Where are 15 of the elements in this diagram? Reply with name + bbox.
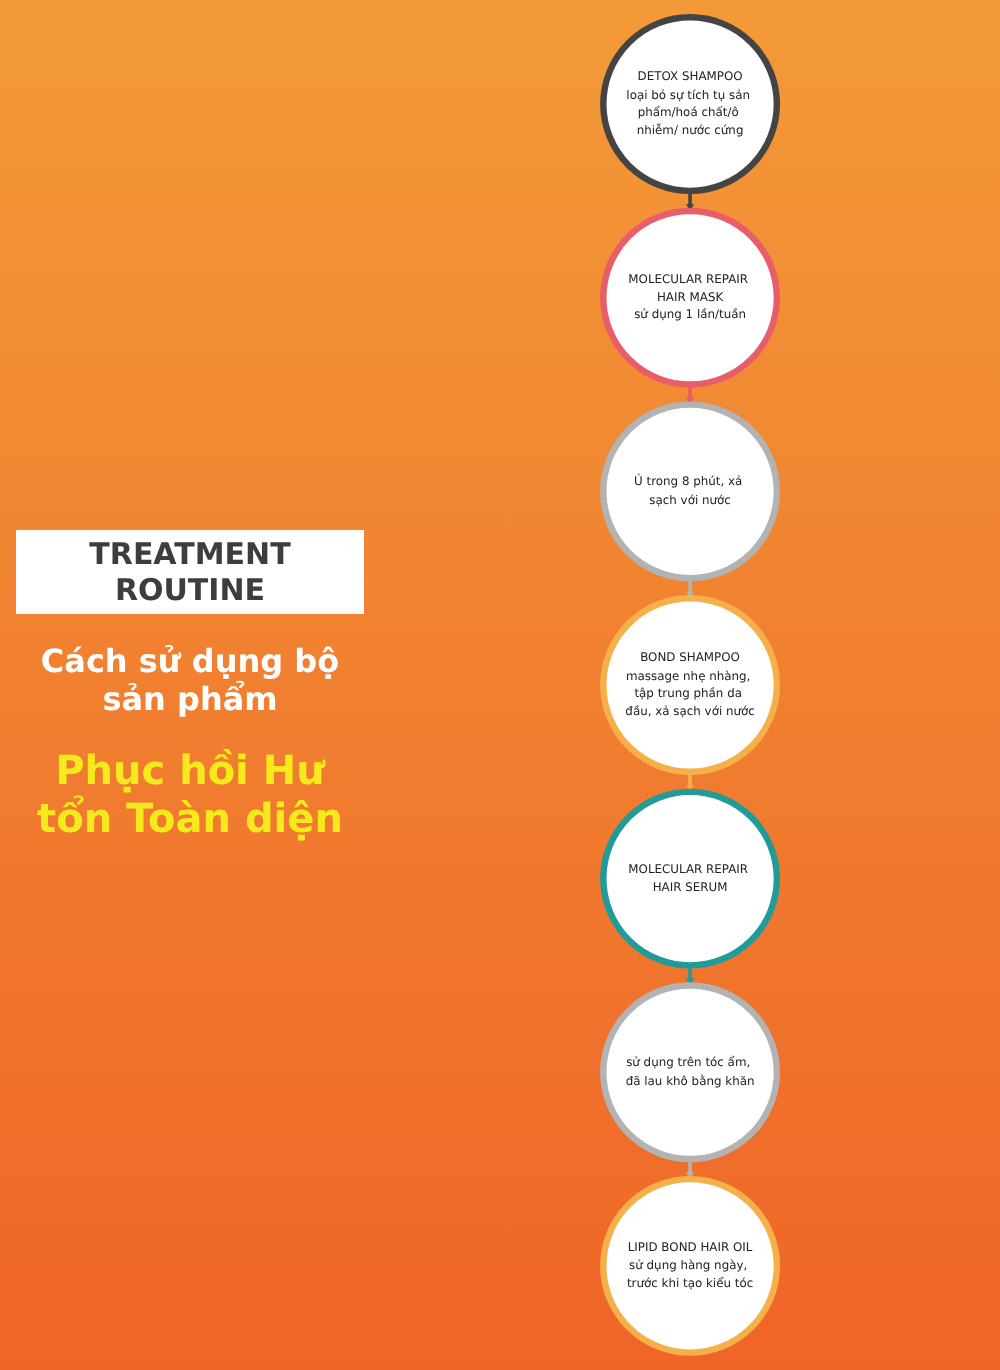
node-circle: [600, 788, 780, 969]
node-circle: [600, 401, 780, 582]
node-circle: [600, 982, 780, 1163]
node-circle: [600, 207, 780, 388]
headline: Phục hồi Hư tổn Toàn diện: [35, 745, 345, 841]
subtitle: Cách sử dụng bộ sản phẩm: [38, 641, 342, 717]
arrow: [685, 384, 694, 405]
arrow: [685, 1158, 694, 1180]
title: TREATMENT ROUTINE: [16, 529, 364, 613]
arrow: [685, 190, 694, 212]
arrow: [685, 577, 694, 599]
node-circle: [600, 1175, 780, 1356]
node-circle: [600, 595, 780, 775]
node-circle: [600, 14, 780, 195]
arrow: [685, 771, 694, 793]
